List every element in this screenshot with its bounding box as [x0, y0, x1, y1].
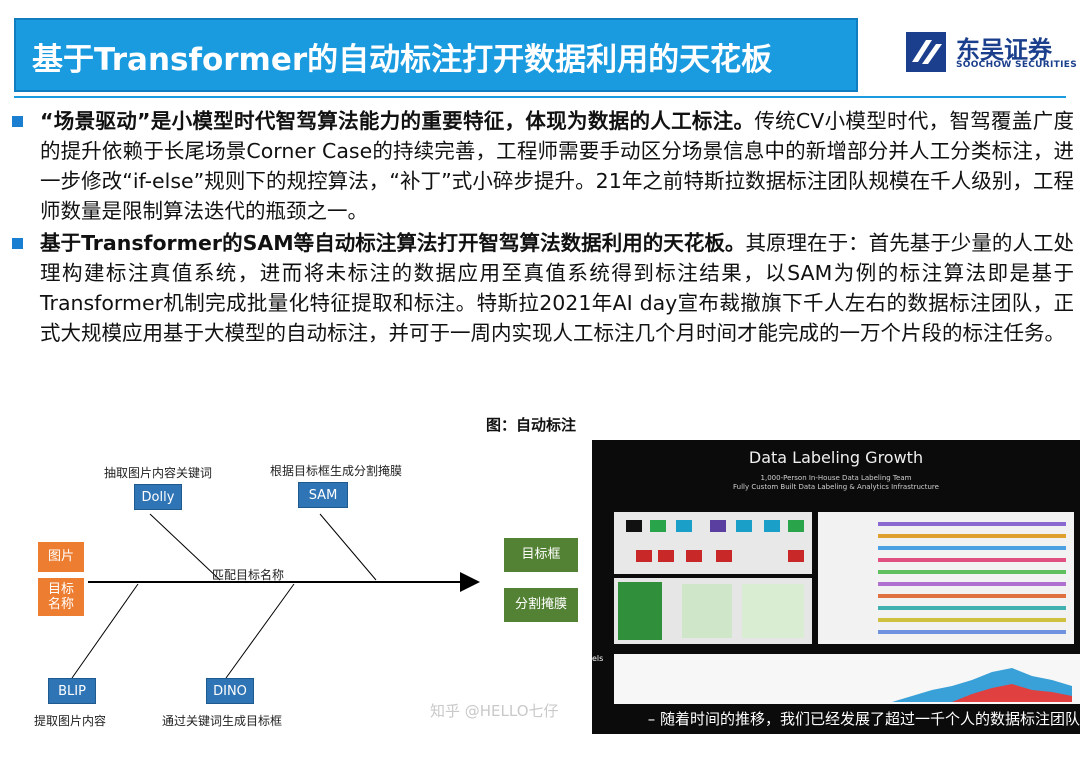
- dino-branch: [225, 583, 295, 679]
- bullet-list: “场景驱动”是小模型时代智驾算法能力的重要特征，体现为数据的人工标注。传统CV小…: [8, 106, 1074, 350]
- auto-labeling-diagram: 抽取图片内容关键词 Dolly 根据目标框生成分割掩膜 SAM 图片 目标 名称…: [20, 450, 590, 740]
- figure-title: 图：自动标注: [486, 416, 577, 434]
- sam-label: 根据目标框生成分割掩膜: [270, 464, 403, 478]
- bullet-item-2: 基于Transformer的SAM等自动标注算法打开智驾算法数据利用的天花板。其…: [8, 228, 1074, 348]
- bullet-item-1: “场景驱动”是小模型时代智驾算法能力的重要特征，体现为数据的人工标注。传统CV小…: [8, 106, 1074, 226]
- blip-box: BLIP: [48, 678, 96, 704]
- soochow-logo-mark-icon: [906, 32, 946, 72]
- logo-name-cn: 东吴证券: [956, 36, 1052, 64]
- bullet-1-text: 传统CV小模型时代，智驾覆盖广度的提升依赖于长尾场景Corner Case的持续…: [40, 109, 1074, 223]
- dino-box: DINO: [206, 678, 254, 704]
- dolly-box: Dolly: [134, 484, 182, 510]
- photo-panels: [614, 512, 1080, 704]
- bullet-1-heading: “场景驱动”是小模型时代智驾算法能力的重要特征，体现为数据的人工标注。: [40, 109, 755, 133]
- blip-branch: [71, 583, 139, 679]
- diagram-lines: [71, 513, 480, 679]
- title-divider: [14, 96, 1066, 98]
- photo-subtitle-2: Fully Custom Built Data Labeling & Analy…: [733, 483, 939, 491]
- bullet-2-heading: 基于Transformer的SAM等自动标注算法打开智驾算法数据利用的天花板。: [40, 231, 746, 255]
- output-box-mask: 分割掩膜: [504, 588, 578, 622]
- bullet-square-icon: [12, 238, 23, 249]
- photo-caption: – 随着时间的推移，我们已经发展了超过一千个人的数据标注团队: [647, 710, 1080, 728]
- input-image-box: 图片: [38, 542, 84, 572]
- bullet-2-text: 其原理在于：首先基于少量的人工处理构建标注真值系统，进而将未标注的数据应用至真值…: [40, 231, 1074, 345]
- output-box-target: 目标框: [504, 538, 578, 572]
- page-title: 基于Transformer的自动标注打开数据利用的天花板: [32, 42, 773, 78]
- dino-label: 通过关键词生成目标框: [162, 714, 283, 728]
- photo-subtitle-1: 1,000-Person In-House Data Labeling Team: [760, 474, 912, 482]
- photo-title: Data Labeling Growth: [748, 448, 924, 467]
- dolly-branch: [149, 513, 221, 581]
- input-name-box: 目标 名称: [38, 578, 84, 616]
- sam-box: SAM: [298, 482, 348, 508]
- data-labeling-growth-image: Data Labeling Growth 1,000-Person In-Hou…: [592, 440, 1080, 734]
- dolly-label: 抽取图片内容关键词: [104, 466, 213, 480]
- photo-side-label: els: [592, 654, 604, 663]
- logo-name-en: SOOCHOW SECURITIES: [956, 60, 1077, 70]
- spine-label: 匹配目标名称: [212, 568, 285, 582]
- soochow-logo: 东吴证券 SOOCHOW SECURITIES: [906, 30, 1077, 76]
- zhihu-watermark: 知乎 @HELLO七仔: [430, 702, 559, 720]
- bullet-square-icon: [12, 116, 23, 127]
- title-bar: 基于Transformer的自动标注打开数据利用的天花板: [14, 18, 858, 92]
- blip-label: 提取图片内容: [34, 714, 107, 728]
- sam-branch: [319, 513, 377, 581]
